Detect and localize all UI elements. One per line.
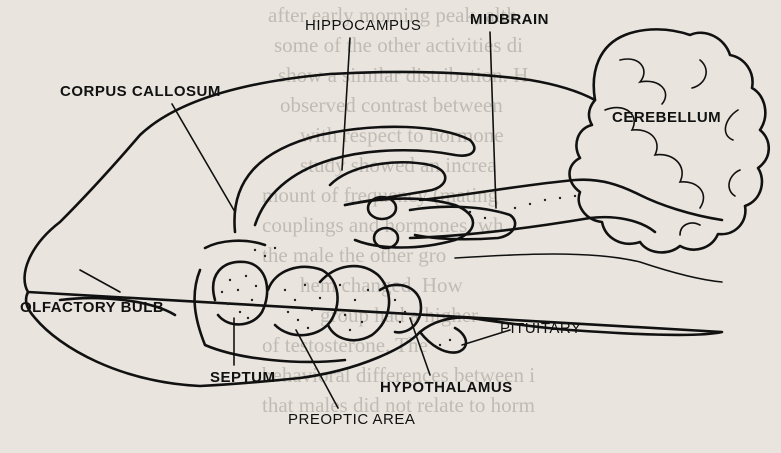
corpus-callosum-label: CORPUS CALLOSUM [60, 83, 221, 100]
background-text-line: study showed an increa [300, 153, 497, 177]
midbrain-leader [490, 32, 496, 208]
septum-label: SEPTUM [210, 369, 276, 386]
hypothalamus-label: HYPOTHALAMUS [380, 379, 513, 396]
cerebellum-label: CEREBELLUM [612, 109, 721, 126]
background-text-line: group had a higher [320, 303, 478, 327]
septum-shape [213, 262, 267, 325]
corpus-callosum-leader [172, 104, 235, 212]
olfactory-bulb-label: OLFACTORY BULB [20, 299, 164, 316]
cerebellum-outline [570, 29, 769, 252]
preoptic-area-label: PREOPTIC AREA [288, 411, 415, 428]
brainstem-inner [455, 254, 722, 282]
background-text-line: observed contrast between [280, 93, 503, 117]
hippocampus-label: HIPPOCAMPUS [305, 17, 421, 34]
background-text-line: some of the other activities di [274, 33, 523, 57]
midbrain-label: MIDBRAIN [470, 11, 549, 28]
pituitary-label: PITUITARY [500, 320, 581, 337]
olfactory-bulb-leader [80, 270, 120, 292]
